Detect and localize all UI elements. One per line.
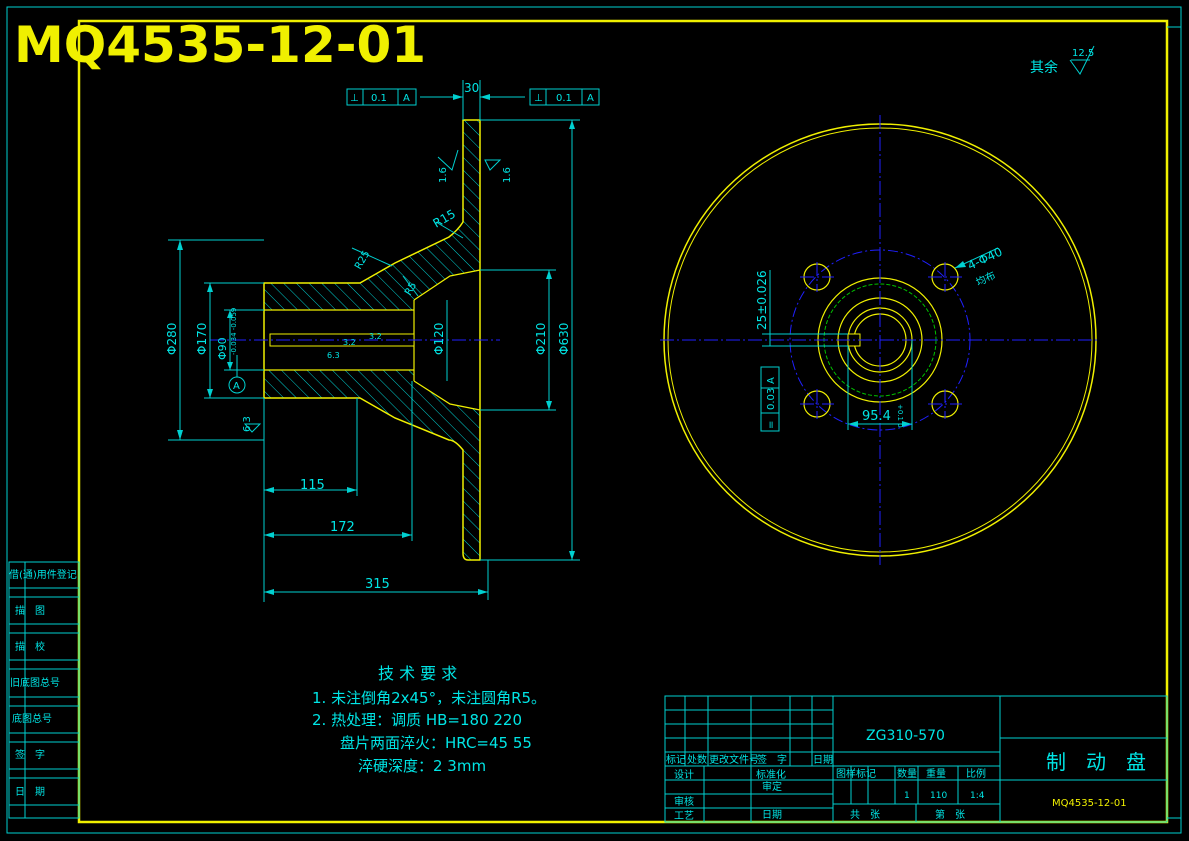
sheet-no: 第 张 xyxy=(935,808,965,821)
dim-954: 95.4 xyxy=(862,409,891,424)
side-register-labels: 借(通)用件登记 描 图 描 校 旧底图总号 底图总号 签 字 日 期 xyxy=(9,568,77,798)
rev-header-1: 处数 xyxy=(687,753,707,766)
drawing-number-big: MQ4535-12-01 xyxy=(14,16,426,74)
side-label-6: 日 期 xyxy=(15,786,45,798)
tech-line-1: 1. 未注倒角2x45°，未注圆角R5。 xyxy=(312,689,546,707)
chamfer-label-1: R25 xyxy=(353,249,372,272)
rev-header-0: 标记 xyxy=(666,754,686,766)
front-dimensions xyxy=(760,247,999,432)
drawing-no: MQ4535-12-01 xyxy=(1052,798,1127,809)
tol-left-datum: A xyxy=(403,93,410,104)
scale: 1:4 xyxy=(970,791,985,801)
section-dimensions xyxy=(168,80,600,602)
tech-title: 技 术 要 求 xyxy=(378,664,457,683)
dia-120: Φ120 xyxy=(432,323,446,355)
material: ZG310-570 xyxy=(866,728,945,744)
holes-label: 4-Φ40 xyxy=(965,245,1004,273)
dim-115: 115 xyxy=(300,478,325,493)
dim-172: 172 xyxy=(330,520,355,535)
section-view xyxy=(210,119,500,561)
side-register-table xyxy=(8,561,80,819)
rough-e: 3.2 xyxy=(369,332,382,341)
part-name: 制 动 盘 xyxy=(1046,750,1146,774)
front-view xyxy=(660,115,1100,565)
stage-header-2: 重量 xyxy=(926,767,946,780)
tol-left-value: 0.1 xyxy=(371,93,387,104)
process-label: 工艺 xyxy=(674,810,694,822)
tech-line-4: 淬硬深度：2 3mm xyxy=(358,757,486,775)
weight: 110 xyxy=(930,791,947,801)
stage-header-1: 数量 xyxy=(897,767,917,780)
dim-954-tol: +0.1 0 xyxy=(896,404,904,428)
dia-630: Φ630 xyxy=(557,323,571,355)
dia-280: Φ280 xyxy=(165,323,179,355)
total-sheets: 共 张 xyxy=(850,809,880,821)
side-label-5: 签 字 xyxy=(15,748,45,761)
dia-170: Φ170 xyxy=(195,323,209,355)
side-label-3: 旧底图总号 xyxy=(10,676,60,689)
qty: 1 xyxy=(904,791,910,801)
front-tol-sym: = xyxy=(766,421,777,429)
dia-210: Φ210 xyxy=(534,323,548,355)
tol-right-datum: A xyxy=(587,93,594,104)
stage-header-0: 图样标记 xyxy=(836,767,876,780)
tech-requirements: 技 术 要 求 1. 未注倒角2x45°，未注圆角R5。 2. 热处理：调质 H… xyxy=(312,664,546,775)
rough-c: 6.3 xyxy=(242,416,253,432)
rev-header-3: 签 字 xyxy=(757,753,787,766)
tol-right-sym: ⊥ xyxy=(534,93,543,104)
front-tol-value: 0.03 xyxy=(766,388,777,410)
date-label: 日期 xyxy=(762,809,782,821)
dia-90: Φ90 xyxy=(216,337,229,360)
roughness-rest-label: 其余 xyxy=(1030,59,1058,76)
title-block-labels: ZG310-570 制 动 盘 MQ4535-12-01 标记 处数 更改文件号… xyxy=(666,728,1146,822)
dim-25: 25±0.026 xyxy=(755,270,769,330)
approve-label: 审定 xyxy=(762,780,782,793)
dim-thickness: 30 xyxy=(464,81,479,95)
datum-a: A xyxy=(233,381,240,392)
dia-90-tol: -0.034 -0.059 xyxy=(230,308,238,355)
stage-header-3: 比例 xyxy=(966,767,986,780)
side-label-1: 描 图 xyxy=(15,604,45,617)
rough-a: 1.6 xyxy=(438,167,449,183)
side-label-0: 借(通)用件登记 xyxy=(9,568,77,581)
standard-label: 标准化 xyxy=(756,768,786,781)
side-label-4: 底图总号 xyxy=(12,712,52,725)
tol-right-value: 0.1 xyxy=(556,93,572,104)
rough-b: 1.6 xyxy=(502,167,513,183)
tol-left-sym: ⊥ xyxy=(350,93,359,104)
rough-f: 6.3 xyxy=(327,351,340,360)
side-label-2: 描 校 xyxy=(15,640,45,653)
tech-line-3: 盘片两面淬火：HRC=45 55 xyxy=(340,734,532,752)
rough-d: 3.2 xyxy=(343,338,356,347)
tech-line-2: 2. 热处理：调质 HB=180 220 xyxy=(312,711,522,729)
arrowheads xyxy=(177,94,575,595)
inner-frame xyxy=(77,19,1169,824)
front-tol-datum: A xyxy=(766,377,777,384)
roughness-rest-value: 12.5 xyxy=(1072,48,1094,59)
section-labels: ⊥ 0.1 A ⊥ 0.1 A 30 1.6 1.6 R15 R25 R5 Φ2… xyxy=(165,81,594,592)
front-arrowheads xyxy=(848,261,966,427)
title-block-grid xyxy=(664,695,1168,823)
design-label: 设计 xyxy=(674,768,694,781)
outer-frame xyxy=(6,6,1182,834)
holes-note: 均布 xyxy=(974,269,997,288)
check-label: 审核 xyxy=(674,795,694,808)
rev-header-2: 更改文件号 xyxy=(709,753,759,766)
rev-header-4: 日期 xyxy=(813,754,833,766)
dim-315: 315 xyxy=(365,577,390,592)
